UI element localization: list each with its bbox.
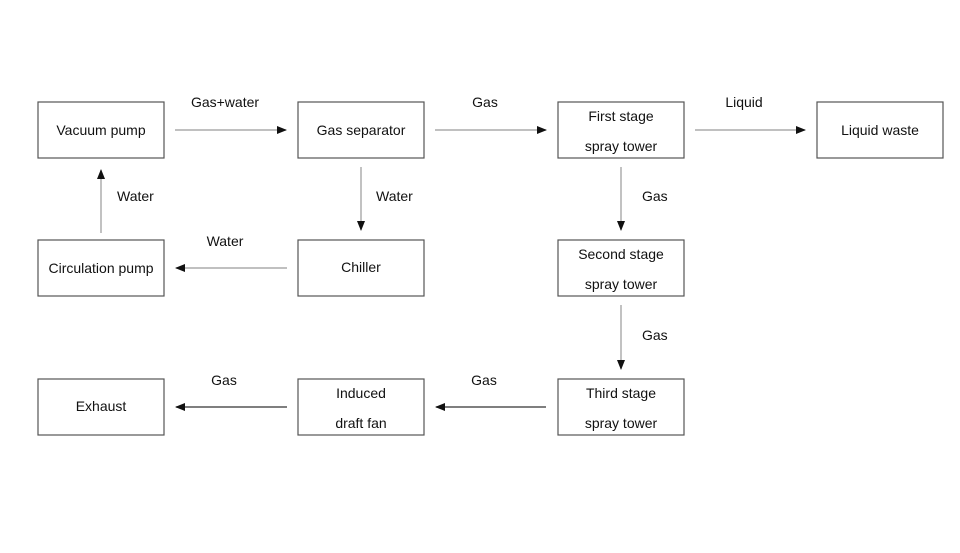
edge-label-water-1: Water	[376, 188, 413, 204]
node-circulation-pump-label: Circulation pump	[48, 260, 153, 276]
node-vacuum-pump: Vacuum pump	[37, 101, 165, 159]
edge-label-gas-water: Gas+water	[191, 94, 259, 110]
node-third-stage-spray-tower: Third stage spray tower	[557, 378, 685, 436]
edge-label-gas-5: Gas	[211, 372, 237, 388]
node-third-stage-line-2: spray tower	[585, 415, 658, 431]
edge-label-gas-2: Gas	[642, 188, 668, 204]
node-chiller-label: Chiller	[341, 259, 381, 275]
node-second-stage-line-1: Second stage	[578, 246, 664, 262]
node-liquid-waste-label: Liquid waste	[841, 122, 919, 138]
node-second-stage-spray-tower: Second stage spray tower	[557, 239, 685, 297]
node-first-stage-spray-tower: First stage spray tower	[557, 101, 685, 159]
node-gas-separator-label: Gas separator	[317, 122, 406, 138]
node-chiller: Chiller	[297, 239, 425, 297]
node-vacuum-pump-label: Vacuum pump	[56, 122, 145, 138]
node-gas-separator: Gas separator	[297, 101, 425, 159]
edge-label-gas-1: Gas	[472, 94, 498, 110]
node-induced-draft-fan-line-2: draft fan	[335, 415, 386, 431]
node-induced-draft-fan: Induced draft fan	[297, 378, 425, 436]
edge-label-water-3: Water	[207, 233, 244, 249]
node-second-stage-line-2: spray tower	[585, 276, 658, 292]
node-first-stage-line-2: spray tower	[585, 138, 658, 154]
edge-label-gas-3: Gas	[642, 327, 668, 343]
edge-label-liquid: Liquid	[725, 94, 762, 110]
node-exhaust-label: Exhaust	[76, 398, 127, 414]
node-induced-draft-fan-line-1: Induced	[336, 385, 386, 401]
edge-label-water-2: Water	[117, 188, 154, 204]
node-exhaust: Exhaust	[37, 378, 165, 436]
node-third-stage-line-1: Third stage	[586, 385, 656, 401]
edge-label-gas-4: Gas	[471, 372, 497, 388]
node-liquid-waste: Liquid waste	[816, 101, 944, 159]
node-first-stage-line-1: First stage	[588, 108, 654, 124]
node-circulation-pump: Circulation pump	[37, 239, 165, 297]
